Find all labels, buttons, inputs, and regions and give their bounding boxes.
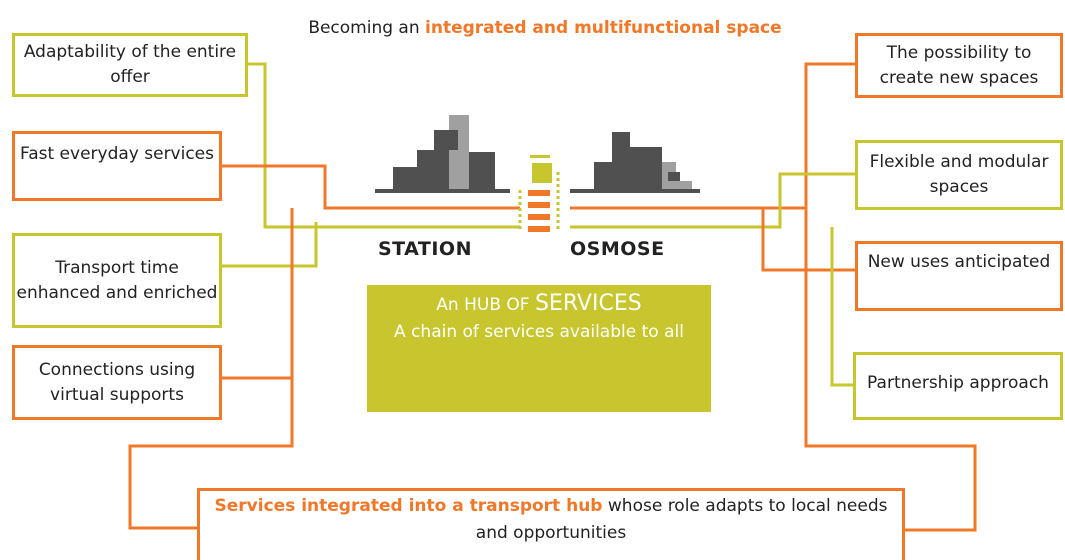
box-partnership-text: Partnership approach xyxy=(867,373,1049,393)
bridge-icon xyxy=(518,155,560,232)
connector-connections xyxy=(222,208,294,380)
box-flexible: Flexible and modular spaces xyxy=(855,140,1063,210)
title-prefix: Becoming an xyxy=(308,18,420,38)
box-connections: Connections using virtual supports xyxy=(12,345,222,420)
title-highlight: integrated and multifunctional space xyxy=(425,18,782,38)
hub-line-1: An HUB OF SERVICES xyxy=(367,287,711,320)
bottom-highlight: Services integrated into a transport hub xyxy=(214,496,603,516)
hub-line-2: A chain of services available to all xyxy=(394,322,684,342)
box-adaptability: Adaptability of the entire offer xyxy=(12,33,248,97)
box-transport-time-text: Transport time enhanced and enriched xyxy=(16,257,218,303)
label-station: STATION xyxy=(378,238,472,260)
connector-adaptability xyxy=(248,62,520,229)
connector-flexible xyxy=(570,172,855,229)
box-new-uses: New uses anticipated xyxy=(855,241,1063,311)
bottom-rest: whose role adapts to local needs and opp… xyxy=(475,496,888,544)
box-connections-text: Connections using virtual supports xyxy=(38,359,196,405)
hub-of-services: An HUB OF SERVICES A chain of services a… xyxy=(367,285,711,412)
connector-fast-services xyxy=(222,164,520,210)
connector-new-uses xyxy=(761,208,855,272)
hub-line1-big: SERVICES xyxy=(534,291,642,316)
box-flexible-text: Flexible and modular spaces xyxy=(869,152,1049,197)
diagram-title: Becoming an integrated and multifunction… xyxy=(290,16,800,42)
box-fast-services-text: Fast everyday services xyxy=(19,144,214,164)
box-new-spaces: The possibility to create new spaces xyxy=(855,33,1063,98)
connector-bottom-left xyxy=(128,378,294,530)
box-fast-services: Fast everyday services xyxy=(12,131,222,201)
hub-line1-prefix: An HUB OF xyxy=(436,295,530,315)
bottom-summary-box: Services integrated into a transport hub… xyxy=(197,488,905,560)
connector-transport-time xyxy=(222,222,318,268)
connector-partnership xyxy=(830,227,853,387)
box-new-spaces-text: The possibility to create new spaces xyxy=(879,42,1039,88)
label-osmose: OSMOSE xyxy=(570,238,665,260)
box-new-uses-text: New uses anticipated xyxy=(867,252,1051,272)
connector-new-spaces xyxy=(570,62,855,210)
box-adaptability-text: Adaptability of the entire offer xyxy=(23,42,237,87)
station-skyline-icon xyxy=(375,115,510,193)
box-transport-time: Transport time enhanced and enriched xyxy=(12,233,222,328)
osmose-skyline-icon xyxy=(570,132,700,193)
box-partnership: Partnership approach xyxy=(853,352,1063,420)
connector-bottom-right xyxy=(804,208,977,532)
